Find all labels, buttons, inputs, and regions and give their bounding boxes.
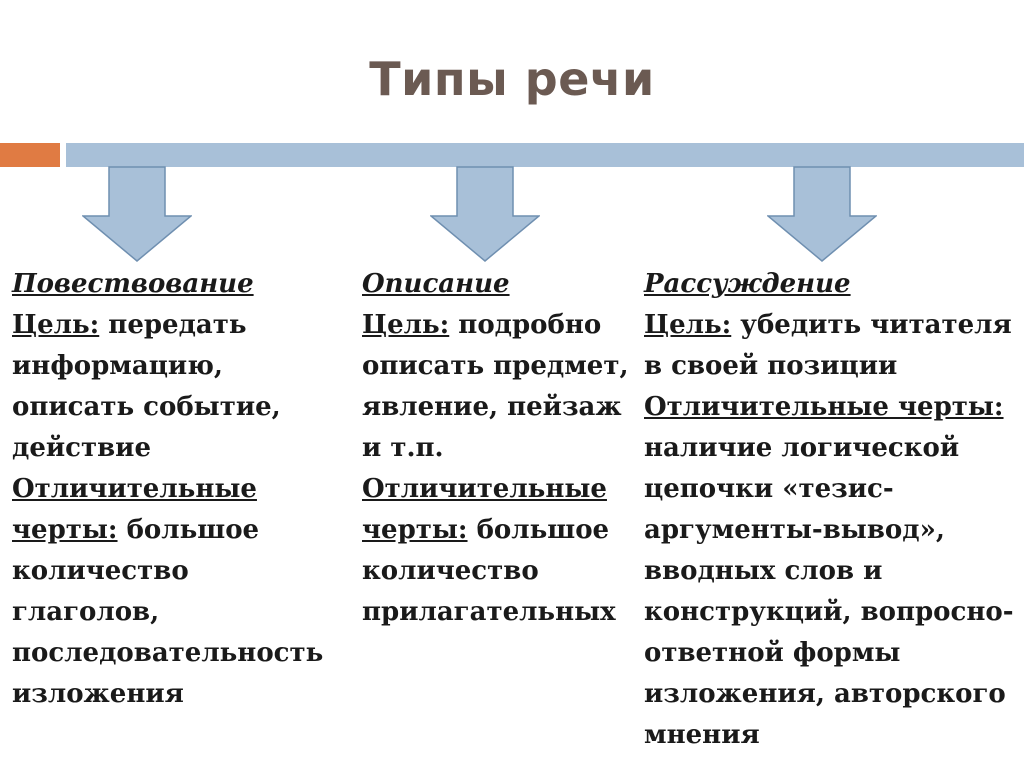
- column-goal: Цель: подробно описать предмет, явление,…: [362, 305, 632, 469]
- features-text: большое количество прилагательных: [362, 515, 616, 627]
- features-text: наличие логической цепочки «тезис-аргуме…: [644, 433, 1014, 750]
- arrow-down-icon: [430, 166, 540, 262]
- column-heading: Описание: [362, 269, 510, 299]
- features-label: Отличительные черты:: [12, 474, 257, 545]
- column-heading: Повествование: [12, 269, 254, 299]
- arrow-down-icon: [767, 166, 877, 262]
- column-narration: Повествование Цель: передать информацию,…: [12, 264, 342, 715]
- column-heading: Рассуждение: [644, 269, 851, 299]
- goal-text: подробно описать предмет, явление, пейза…: [362, 310, 629, 463]
- goal-text: передать информацию, описать событие, де…: [12, 310, 281, 463]
- goal-label: Цель:: [644, 310, 732, 340]
- column-goal: Цель: убедить читателя в своей позиции: [644, 305, 1022, 387]
- column-description: Описание Цель: подробно описать предмет,…: [362, 264, 632, 633]
- goal-text: убедить читателя в своей позиции: [644, 310, 1012, 381]
- slide-title: Типы речи: [369, 52, 655, 106]
- column-goal: Цель: передать информацию, описать событ…: [12, 305, 342, 469]
- header-bar: [66, 143, 1024, 167]
- column-features: Отличительные черты: большое количество …: [362, 469, 632, 633]
- column-features: Отличительные черты: наличие логической …: [644, 387, 1022, 756]
- features-label: Отличительные черты:: [362, 474, 607, 545]
- accent-bar: [0, 143, 60, 167]
- goal-label: Цель:: [362, 310, 450, 340]
- column-features: Отличительные черты: большое количество …: [12, 469, 342, 715]
- column-reasoning: Рассуждение Цель: убедить читателя в сво…: [644, 264, 1022, 756]
- features-label: Отличительные черты:: [644, 392, 1004, 422]
- goal-label: Цель:: [12, 310, 100, 340]
- features-text: большое количество глаголов, последовате…: [12, 515, 324, 709]
- arrow-down-icon: [82, 166, 192, 262]
